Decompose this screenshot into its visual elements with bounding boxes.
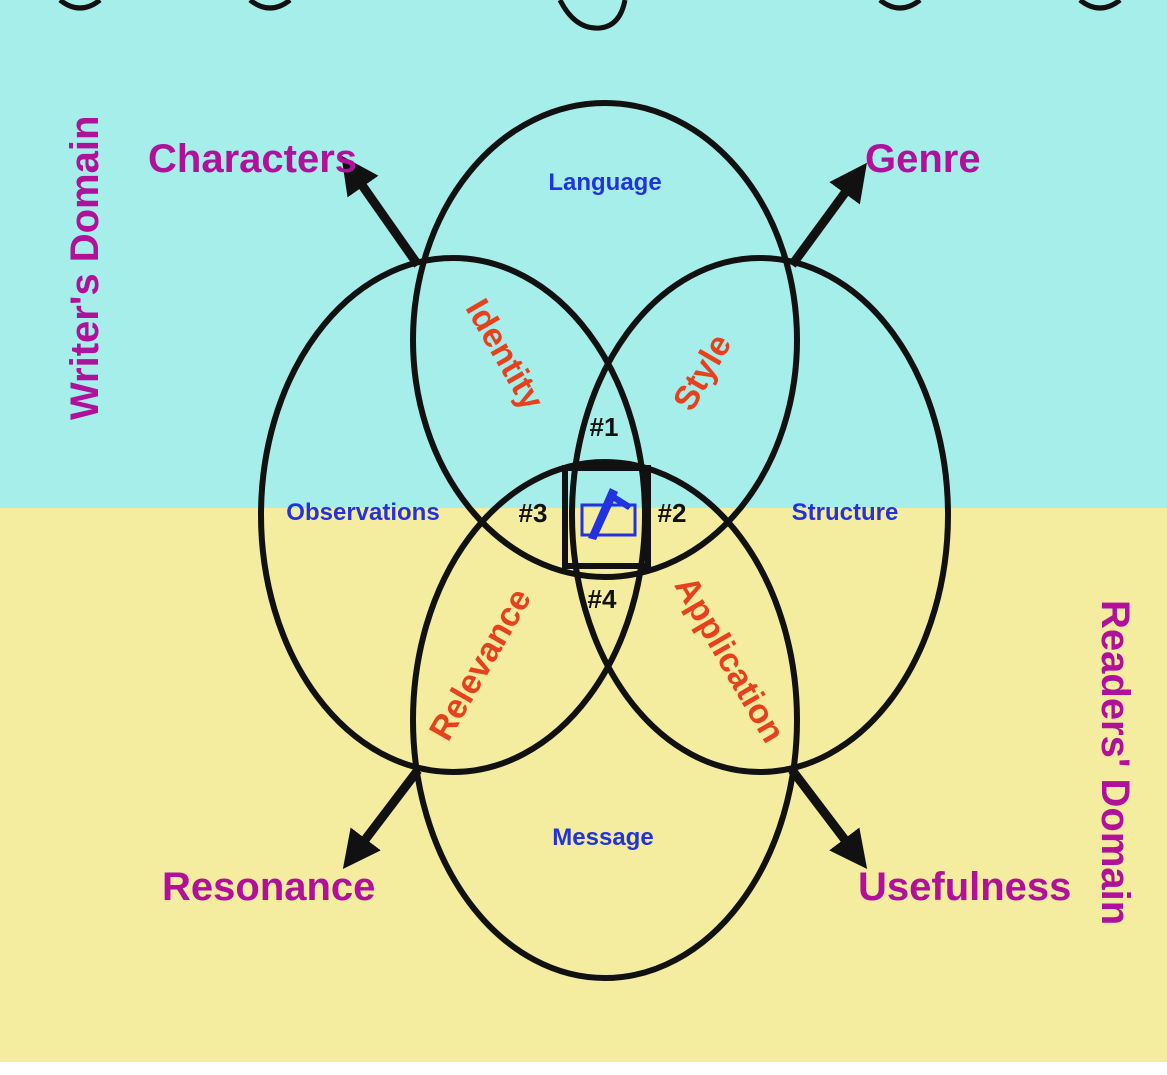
outcome-characters: Characters bbox=[148, 137, 357, 181]
arrow-icon-usefulness bbox=[788, 767, 868, 870]
label-observations: Observations bbox=[286, 499, 439, 526]
arrow-icon-resonance bbox=[342, 767, 422, 870]
center-number-4: #4 bbox=[588, 584, 617, 614]
cropped-title-fragment bbox=[58, 0, 1122, 31]
arrow-icon-characters bbox=[341, 155, 422, 268]
outcome-resonance: Resonance bbox=[162, 865, 375, 909]
center-number-2: #2 bbox=[658, 498, 687, 528]
label-structure: Structure bbox=[792, 499, 899, 526]
arrow-icon-genre bbox=[788, 162, 867, 268]
writers-domain-label: Writer's Domain bbox=[63, 116, 107, 420]
readers-domain-label: Readers' Domain bbox=[1093, 600, 1137, 925]
pen-writing-icon bbox=[580, 488, 637, 540]
outcome-usefulness: Usefulness bbox=[858, 865, 1071, 909]
circle-language bbox=[410, 100, 800, 580]
label-message: Message bbox=[552, 824, 653, 851]
circle-structure bbox=[569, 255, 951, 775]
center-number-1: #1 bbox=[590, 412, 619, 442]
center-number-3: #3 bbox=[519, 498, 548, 528]
label-language: Language bbox=[548, 169, 661, 196]
bottom-margin bbox=[0, 1062, 1167, 1075]
outcome-genre: Genre bbox=[865, 137, 981, 181]
center-square bbox=[562, 465, 651, 569]
circle-message bbox=[410, 459, 800, 981]
